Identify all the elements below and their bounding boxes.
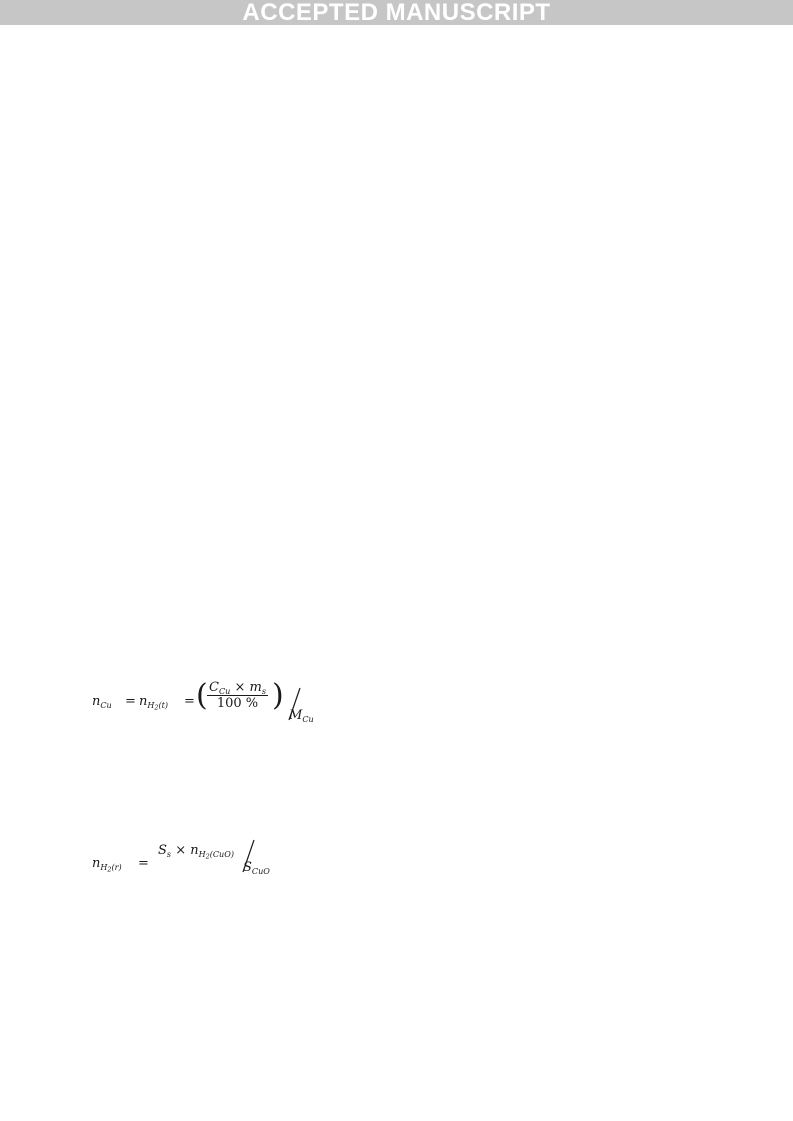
eq1-hydrogen-term: nH2(t) <box>139 694 169 712</box>
banner-text: ACCEPTED MANUSCRIPT <box>242 0 551 26</box>
equation-copper-moles: nCu = nH2(t) = ( CCu × ms 100 % ) MCu <box>92 678 332 728</box>
eq1-right-paren: ) <box>272 678 284 713</box>
eq1-lhs: nCu <box>92 694 112 710</box>
eq2-division-slash <box>242 839 255 873</box>
eq1-divisor: MCu <box>289 708 314 724</box>
eq1-division-slash <box>288 687 301 721</box>
eq1-fraction: CCu × ms 100 % <box>207 680 268 711</box>
eq2-divisor: SCuO <box>243 860 270 876</box>
eq1-left-paren: ( <box>196 678 208 713</box>
eq1-numerator: CCu × ms <box>207 680 268 696</box>
eq1-equals-2: = <box>184 694 195 709</box>
eq1-equals: = <box>125 694 136 709</box>
eq2-lhs: nH2(r) <box>92 856 122 874</box>
equation-hydrogen-reduced: nH2(r) = Ss × nH2(CuO) SCuO <box>92 838 302 888</box>
eq2-equals: = <box>138 856 149 871</box>
accepted-manuscript-banner: ACCEPTED MANUSCRIPT <box>0 0 793 25</box>
eq1-denominator: 100 % <box>216 696 259 711</box>
eq2-numerator: Ss × nH2(CuO) <box>158 843 234 861</box>
